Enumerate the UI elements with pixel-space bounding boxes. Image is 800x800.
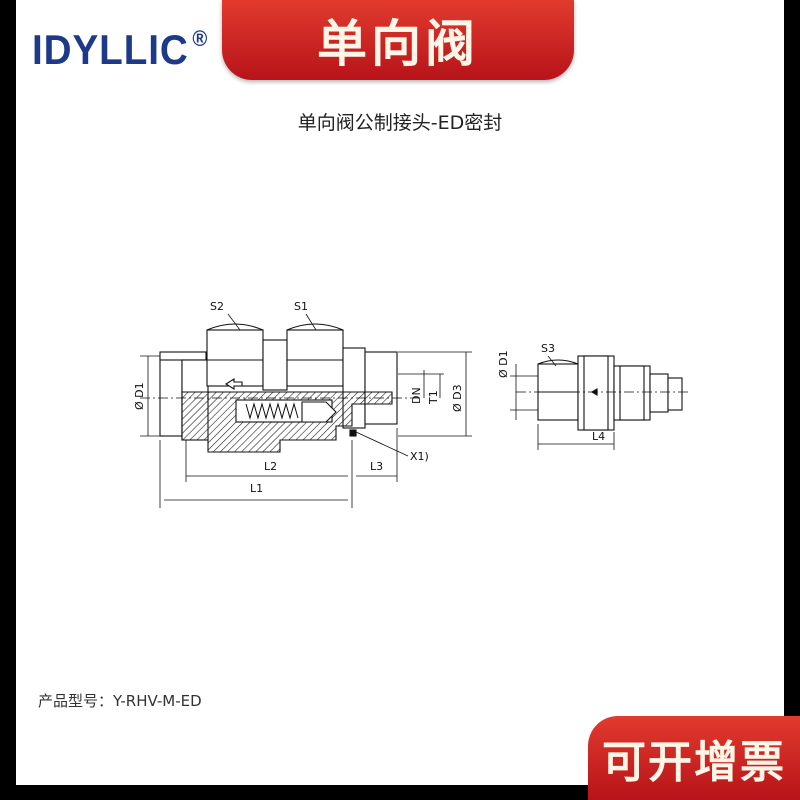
label-l4: L4 <box>592 430 605 443</box>
valve-side-view <box>510 355 690 450</box>
page-title: 单向阀公制接头-ED密封 <box>297 112 503 134</box>
invoice-banner-text: 可开增票 <box>602 737 786 788</box>
label-l2: L2 <box>264 460 277 473</box>
label-d1-left: Ø D1 <box>133 382 146 410</box>
label-d1-right: Ø D1 <box>497 350 510 378</box>
brand-logo: IDYLLIC® <box>32 26 209 73</box>
label-t1: T1 <box>427 390 440 405</box>
invoice-banner: 可开增票 <box>588 716 800 800</box>
label-l3: L3 <box>370 460 383 473</box>
label-s2: S2 <box>210 300 224 313</box>
valve-section-view <box>140 323 420 453</box>
label-x1: X1) <box>410 450 429 463</box>
label-d3: Ø D3 <box>451 384 464 412</box>
top-banner: 单向阀 <box>222 0 574 80</box>
model-number: 产品型号：Y-RHV-M-ED <box>38 692 202 710</box>
label-l1: L1 <box>250 482 263 495</box>
top-banner-text: 单向阀 <box>317 15 479 73</box>
label-s1: S1 <box>294 300 308 313</box>
dimension-lines <box>140 313 472 508</box>
label-dn: DN <box>410 387 423 404</box>
label-s3: S3 <box>541 342 555 355</box>
